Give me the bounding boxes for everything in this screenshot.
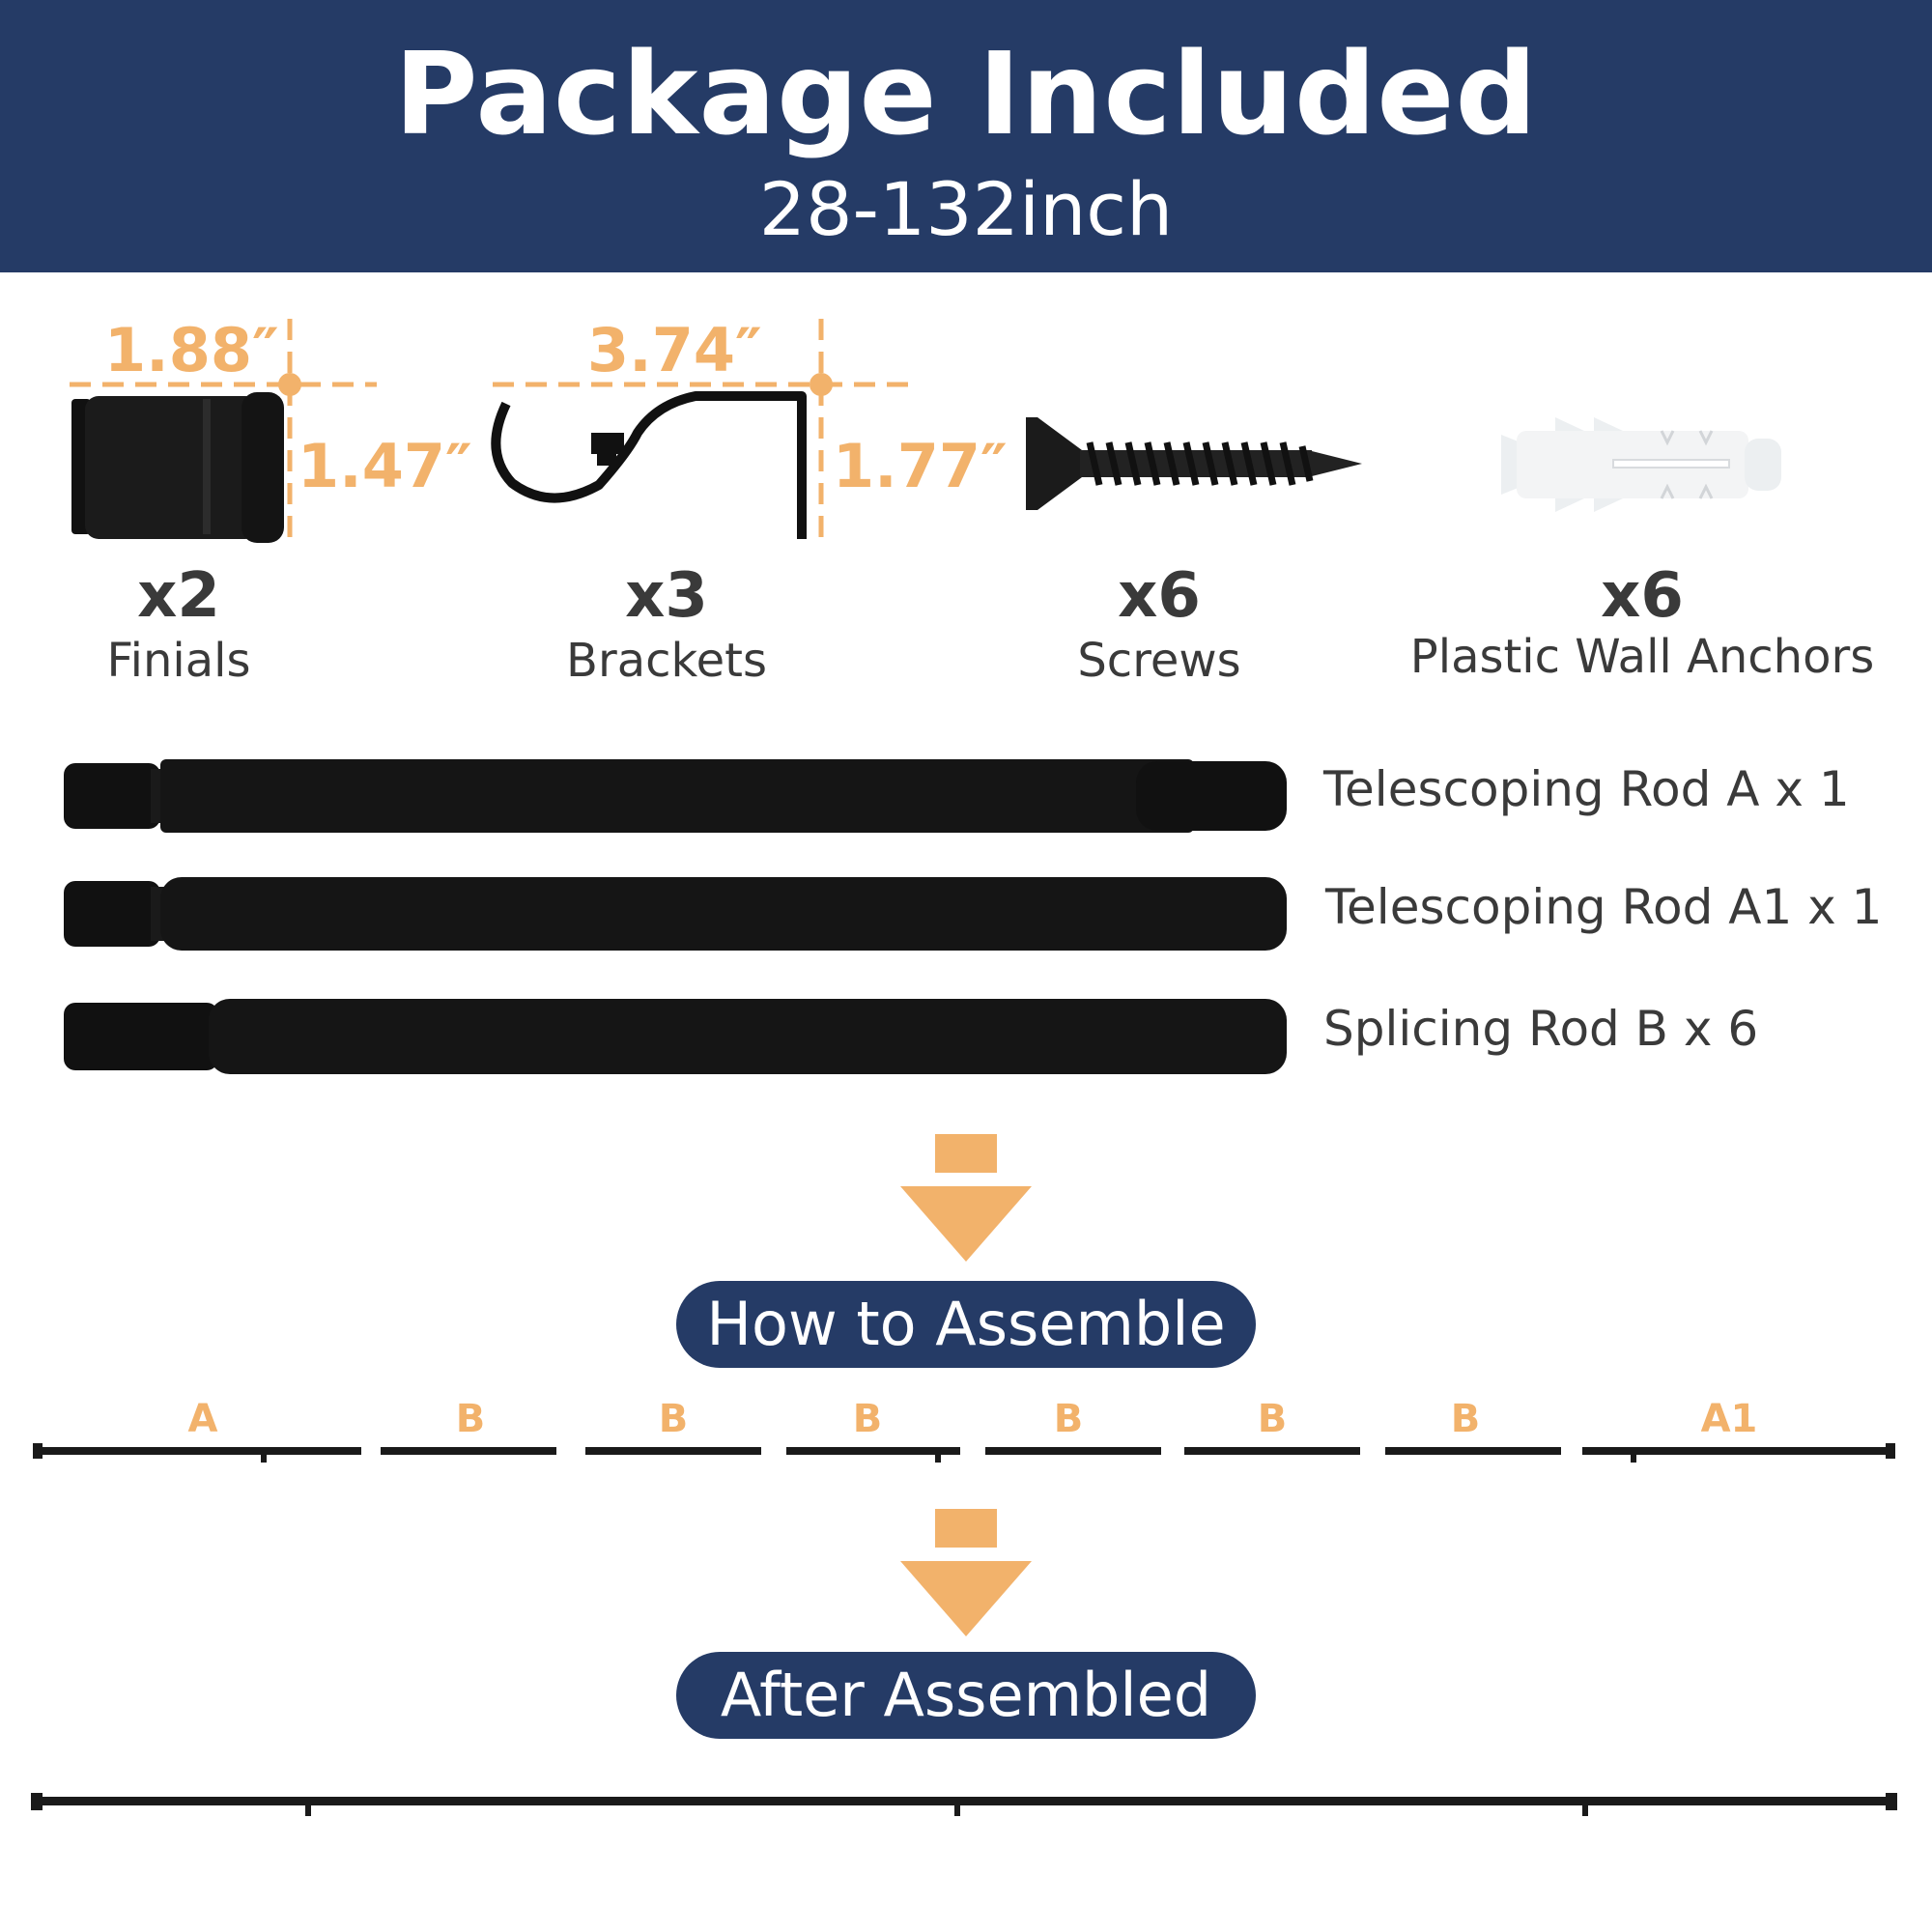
after-assembled-label: After Assembled	[676, 1652, 1256, 1739]
page-subtitle: 28-132inch	[758, 166, 1174, 252]
how-to-assemble-label: How to Assemble	[676, 1281, 1256, 1368]
brackets-name: Brackets	[566, 634, 767, 688]
segment-label-a: A	[187, 1397, 218, 1441]
screws-name: Screws	[1077, 634, 1241, 688]
finials-name: Finials	[106, 634, 251, 688]
segment-label-b: B	[1053, 1397, 1084, 1441]
screws-qty: x6	[1118, 560, 1201, 632]
header-banner	[0, 0, 1932, 272]
finials-qty: x2	[137, 560, 220, 632]
segment-label-b: B	[455, 1397, 486, 1441]
rods-illustration	[64, 759, 1287, 1074]
anchors-name: Plastic Wall Anchors	[1409, 630, 1875, 684]
anchors-qty: x6	[1601, 560, 1684, 632]
rod-b-label: Splicing Rod B x 6	[1323, 1001, 1759, 1057]
segment-label-b: B	[658, 1397, 689, 1441]
splicing-rod-b	[64, 999, 1287, 1074]
rod-a-label: Telescoping Rod A x 1	[1323, 761, 1850, 817]
segment-label-b: B	[1450, 1397, 1481, 1441]
telescoping-rod-a1	[64, 877, 1287, 951]
bracket-width-label: 3.74″	[587, 315, 762, 385]
finial-icon	[70, 319, 377, 543]
brackets-qty: x3	[625, 560, 708, 632]
screw-icon	[1026, 417, 1362, 510]
finial-width-label: 1.88″	[104, 315, 279, 385]
bracket-height-label: 1.77″	[833, 431, 1008, 501]
segment-label-b: B	[1257, 1397, 1288, 1441]
wall-anchor-icon	[1501, 417, 1781, 512]
arrow-down-icon	[900, 1509, 1032, 1636]
segment-label-a1: A1	[1700, 1397, 1758, 1441]
arrow-down-icon	[900, 1134, 1032, 1262]
assembly-segments	[33, 1443, 1895, 1463]
rod-a1-label: Telescoping Rod A1 x 1	[1325, 879, 1883, 935]
page-title: Package Included	[394, 27, 1538, 160]
bracket-icon	[491, 319, 908, 539]
assembled-rod	[31, 1793, 1897, 1816]
segment-label-b: B	[852, 1397, 883, 1441]
telescoping-rod-a	[64, 759, 1287, 833]
finial-height-label: 1.47″	[298, 431, 472, 501]
